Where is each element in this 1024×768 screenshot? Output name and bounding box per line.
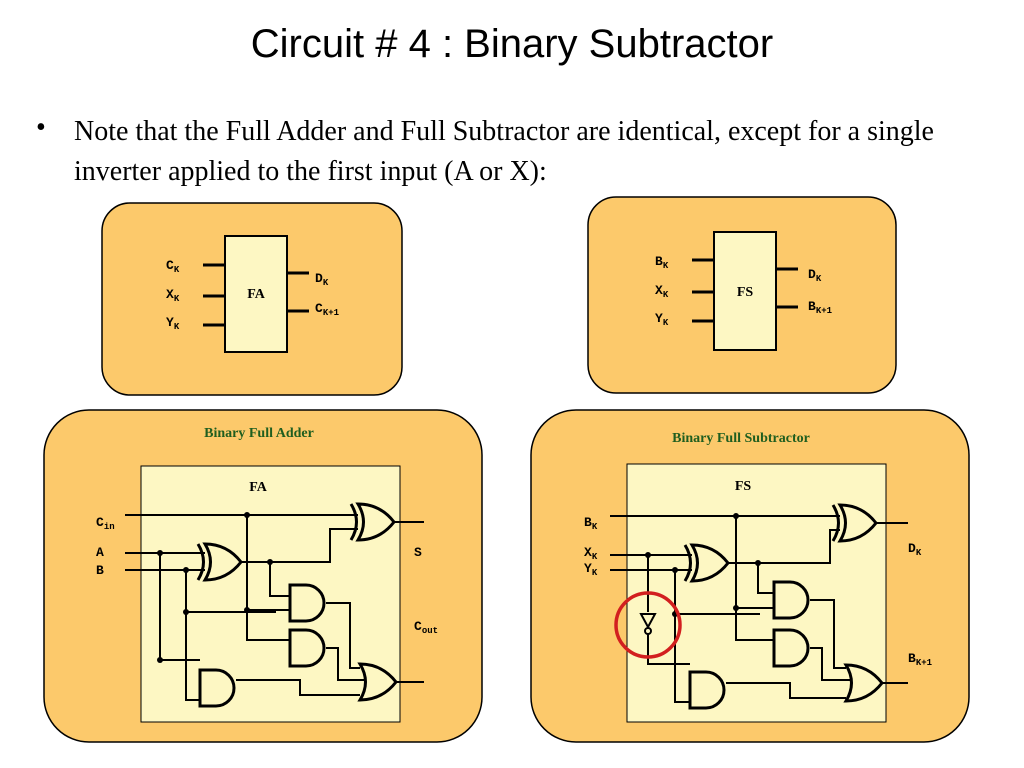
fs-in1-label: BK bbox=[655, 254, 669, 271]
fa-in2-label: XK bbox=[166, 287, 180, 304]
fs-out1-label: DK bbox=[808, 267, 822, 284]
adder-box-label: FA bbox=[249, 480, 268, 495]
subtractor-bk-label: BK bbox=[584, 515, 598, 532]
full-adder-circuit-panel: Binary Full Adder FA Cin A B S Cout bbox=[43, 409, 483, 743]
adder-b-label: B bbox=[96, 563, 104, 578]
subtractor-heading: Binary Full Subtractor bbox=[672, 431, 810, 446]
fs-in3-label: YK bbox=[655, 311, 669, 328]
fa-in1-label: CK bbox=[166, 258, 180, 275]
subtractor-bk1-label: BK+1 bbox=[908, 651, 933, 668]
inverter-icon bbox=[639, 613, 657, 635]
fs-block-label: FS bbox=[737, 285, 754, 300]
fa-block-label: FA bbox=[247, 287, 266, 302]
fa-out2-label: CK+1 bbox=[315, 301, 340, 318]
note-text: Note that the Full Adder and Full Subtra… bbox=[74, 116, 934, 187]
adder-s-label: S bbox=[414, 545, 422, 560]
adder-heading: Binary Full Adder bbox=[204, 426, 314, 441]
slide-title: Circuit # 4 : Binary Subtractor bbox=[250, 22, 774, 66]
fa-out1-label: DK bbox=[315, 271, 329, 288]
subtractor-box-label: FS bbox=[735, 479, 752, 494]
adder-a-label: A bbox=[96, 545, 104, 560]
subtractor-yk-label: YK bbox=[584, 561, 598, 578]
subtractor-dk-label: DK bbox=[908, 541, 922, 558]
adder-cout-label: Cout bbox=[414, 619, 438, 636]
fs-block-panel: FS BK XK YK DK BK+1 bbox=[587, 196, 897, 394]
fa-block-panel: FA CK XK YK DK CK+1 bbox=[101, 202, 403, 396]
fa-in3-label: YK bbox=[166, 315, 180, 332]
full-subtractor-circuit-panel: Binary Full Subtractor FS BK XK YK DK BK… bbox=[530, 409, 970, 743]
highlight-ring-icon bbox=[614, 591, 682, 659]
fs-out2-label: BK+1 bbox=[808, 299, 833, 316]
subtractor-xk-label: XK bbox=[584, 545, 598, 562]
bullet-marker: • bbox=[36, 112, 46, 143]
fs-in2-label: XK bbox=[655, 283, 669, 300]
adder-cin-label: Cin bbox=[96, 515, 115, 532]
